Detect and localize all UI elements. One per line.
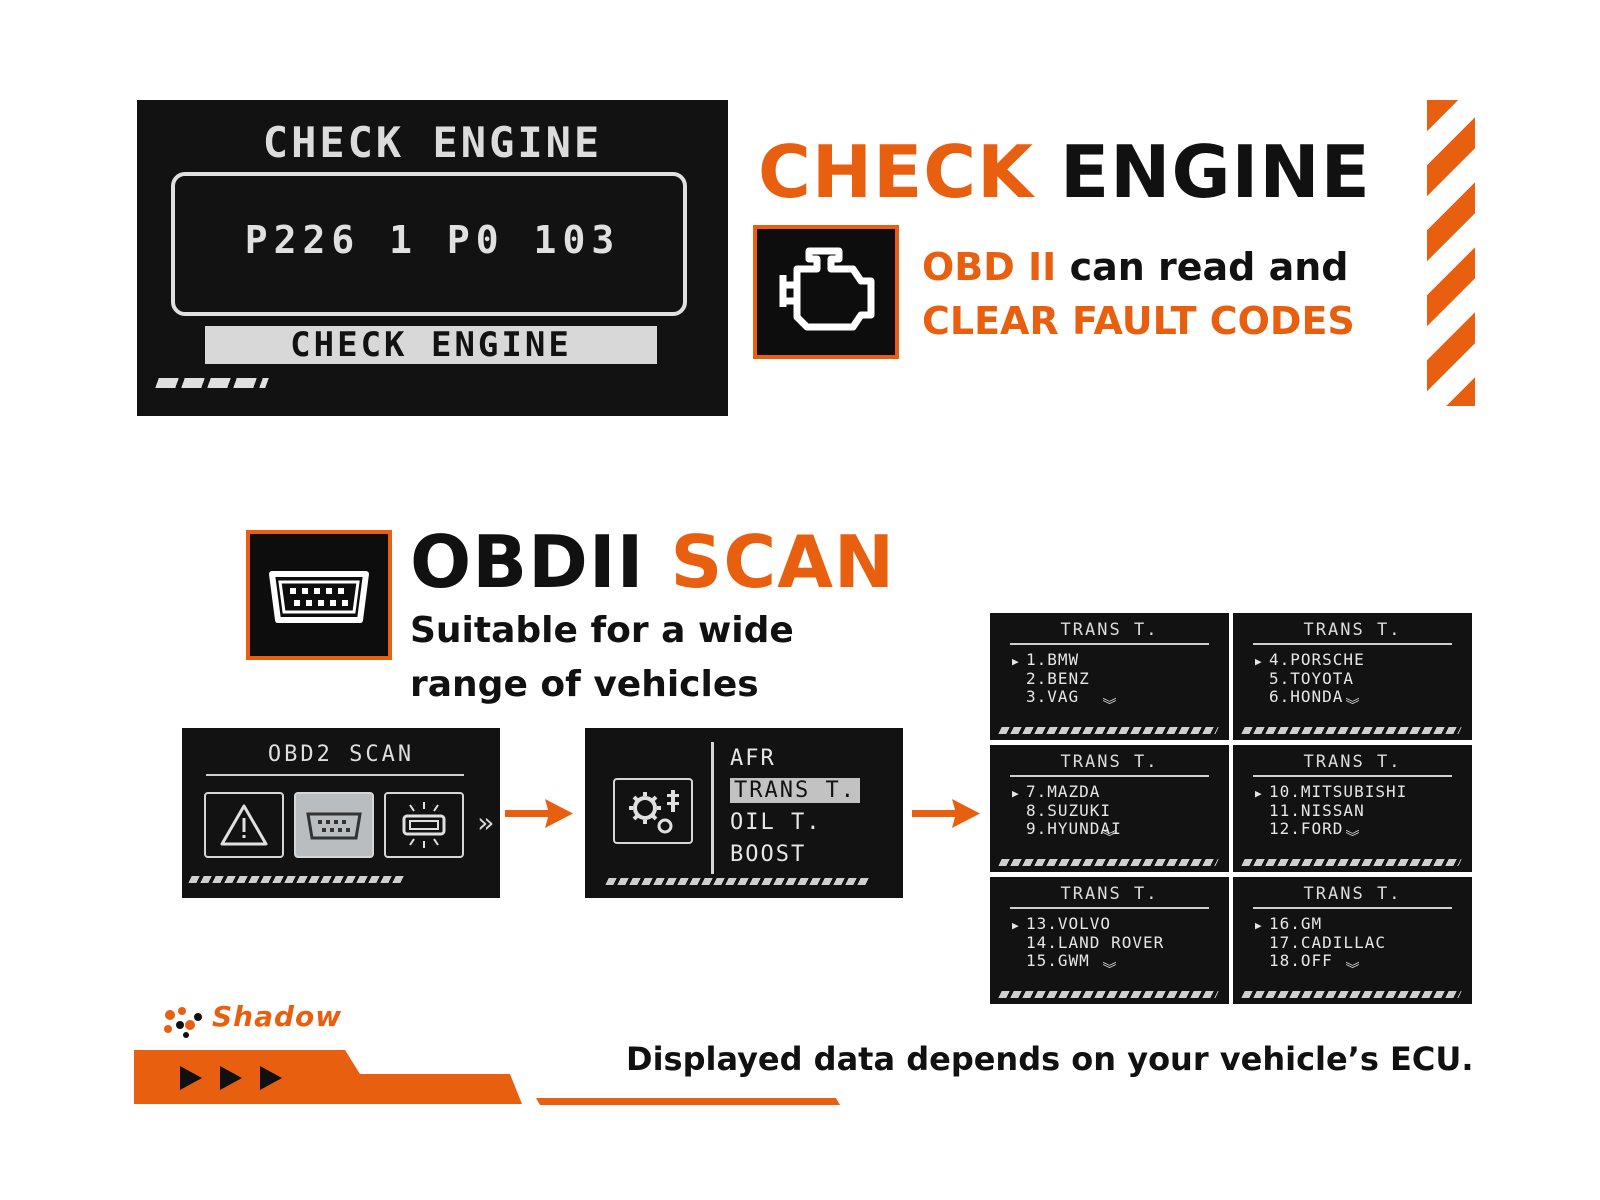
trans-screen-1: TRANS T. ▶ 1.BMW 2.BENZ 3.VAG ︾: [990, 613, 1229, 740]
progress-dashes: [1241, 727, 1462, 734]
vehicle-option[interactable]: 9.HYUNDAI: [1026, 819, 1122, 838]
footer-band: [0, 1050, 1600, 1110]
brand-logo-icon: [160, 1005, 210, 1039]
progress-dashes: [188, 876, 407, 883]
chevron-down-icon[interactable]: ︾: [1345, 830, 1360, 846]
subtitle-line-2: range of vehicles: [410, 664, 759, 705]
menu-item-afr[interactable]: AFR: [730, 746, 776, 771]
arrow-right-icon: [912, 796, 982, 830]
subtitle-line-1: Suitable for a wide: [410, 610, 794, 651]
check-engine-display: CHECK ENGINE P226 1 P0 103 CHECK ENGINE: [137, 100, 728, 416]
chevron-down-icon[interactable]: ︾: [1345, 962, 1360, 978]
header-rule: [206, 774, 464, 776]
heading-black: OBDII: [410, 520, 645, 604]
sensor-menu-screen: AFR TRANS T. OIL T. BOOST: [585, 728, 903, 898]
warning-stripes: [1427, 100, 1475, 406]
trans-title: TRANS T.: [1060, 884, 1159, 904]
vehicle-option[interactable]: 3.VAG: [1026, 687, 1080, 706]
vehicle-option[interactable]: 18.OFF: [1269, 951, 1333, 970]
chevron-down-icon[interactable]: ︾: [1102, 830, 1117, 846]
brand-name: Shadow: [212, 1000, 343, 1033]
menu-divider: [711, 742, 714, 874]
trans-screen-5: TRANS T. ▶13.VOLVO 14.LAND ROVER 15.GWM …: [990, 877, 1229, 1004]
obd2-scan-screen: OBD2 SCAN »: [182, 728, 500, 898]
chevron-down-icon[interactable]: ︾: [1102, 962, 1117, 978]
check-engine-heading: CHECK ENGINE: [758, 130, 1371, 214]
check-engine-icon: [753, 225, 899, 359]
clear-fault-codes-label: CLEAR FAULT CODES: [922, 299, 1355, 343]
code-frame: [171, 172, 687, 316]
vehicle-option[interactable]: 12.FORD: [1269, 819, 1344, 838]
trans-screen-6: TRANS T. ▶ 16.GM 17.CADILLAC 18.OFF ︾: [1233, 877, 1472, 1004]
progress-dashes: [605, 878, 871, 885]
gear-settings-icon: [613, 778, 693, 844]
trans-title: TRANS T.: [1303, 884, 1402, 904]
heading-orange: SCAN: [670, 520, 896, 604]
check-engine-description: OBD II can read and CLEAR FAULT CODES: [922, 240, 1355, 348]
vehicle-option[interactable]: 10.MITSUBISHI: [1269, 782, 1408, 801]
vehicle-option[interactable]: 11.NISSAN: [1269, 800, 1365, 820]
obd-connector-icon: [246, 530, 392, 660]
trans-screen-3: TRANS T. ▶ 7.MAZDA 8.SUZUKI 9.HYUNDAI ︾: [990, 745, 1229, 872]
menu-item-trans-t[interactable]: TRANS T.: [730, 778, 860, 803]
trans-title: TRANS T.: [1060, 752, 1159, 772]
progress-dashes: [1241, 991, 1462, 998]
vehicle-option[interactable]: 17.CADILLAC: [1269, 932, 1386, 952]
chevron-right-icon[interactable]: »: [477, 806, 494, 839]
obdii-scan-heading: OBDII SCAN: [410, 520, 895, 604]
vehicle-option[interactable]: 14.LAND ROVER: [1026, 932, 1165, 952]
heading-black: ENGINE: [1060, 130, 1371, 214]
progress-dashes: [998, 859, 1219, 866]
obdii-scan-subtitle: Suitable for a wide range of vehicles: [410, 604, 794, 712]
vehicle-option[interactable]: 7.MAZDA: [1026, 782, 1101, 801]
display-highlight: CHECK ENGINE: [205, 326, 657, 364]
trans-screen-4: TRANS T. ▶ 10.MITSUBISHI 11.NISSAN 12.FOR…: [1233, 745, 1472, 872]
progress-dashes: [1241, 859, 1462, 866]
arrow-right-icon: [505, 796, 575, 830]
heading-orange: CHECK: [758, 130, 1034, 214]
selection-caret-icon: ▶: [1012, 655, 1020, 668]
selection-caret-icon: ▶: [1255, 655, 1263, 668]
selection-caret-icon: ▶: [1012, 787, 1020, 800]
vehicle-option[interactable]: 15.GWM: [1026, 951, 1090, 970]
progress-dashes: [998, 991, 1219, 998]
display-title: CHECK ENGINE: [262, 118, 603, 167]
vehicle-option[interactable]: 16.GM: [1269, 914, 1323, 933]
vehicle-option[interactable]: 6.HONDA: [1269, 687, 1344, 706]
footer-disclaimer: Displayed data depends on your vehicle’s…: [626, 1040, 1474, 1078]
menu-item-oil-t[interactable]: OIL T.: [730, 810, 822, 835]
selection-caret-icon: ▶: [1012, 919, 1020, 932]
vehicle-option[interactable]: 5.TOYOTA: [1269, 668, 1355, 688]
trans-title: TRANS T.: [1303, 752, 1402, 772]
trans-title: TRANS T.: [1303, 620, 1402, 640]
vehicle-option[interactable]: 13.VOLVO: [1026, 914, 1112, 933]
trans-title: TRANS T.: [1060, 620, 1159, 640]
selection-caret-icon: ▶: [1255, 787, 1263, 800]
vehicle-option[interactable]: 1.BMW: [1026, 650, 1080, 669]
cleaning-icon[interactable]: [384, 792, 464, 858]
vehicle-option[interactable]: 2.BENZ: [1026, 668, 1090, 688]
obd-ii-label: OBD II: [922, 245, 1057, 289]
obd-connector-icon[interactable]: [294, 792, 374, 858]
can-read-label: can read and: [1069, 245, 1349, 289]
chevron-down-icon[interactable]: ︾: [1345, 698, 1360, 714]
menu-item-boost[interactable]: BOOST: [730, 842, 807, 867]
progress-dashes: [155, 378, 269, 388]
screen-header: OBD2 SCAN: [267, 742, 415, 767]
selection-caret-icon: ▶: [1255, 919, 1263, 932]
fault-codes: P226 1 P0 103: [244, 218, 621, 262]
chevron-down-icon[interactable]: ︾: [1102, 698, 1117, 714]
progress-dashes: [998, 727, 1219, 734]
vehicle-option[interactable]: 8.SUZUKI: [1026, 800, 1112, 820]
trans-screen-2: TRANS T. ▶ 4.PORSCHE 5.TOYOTA 6.HONDA ︾: [1233, 613, 1472, 740]
vehicle-option[interactable]: 4.PORSCHE: [1269, 650, 1365, 669]
warning-icon[interactable]: [204, 792, 284, 858]
